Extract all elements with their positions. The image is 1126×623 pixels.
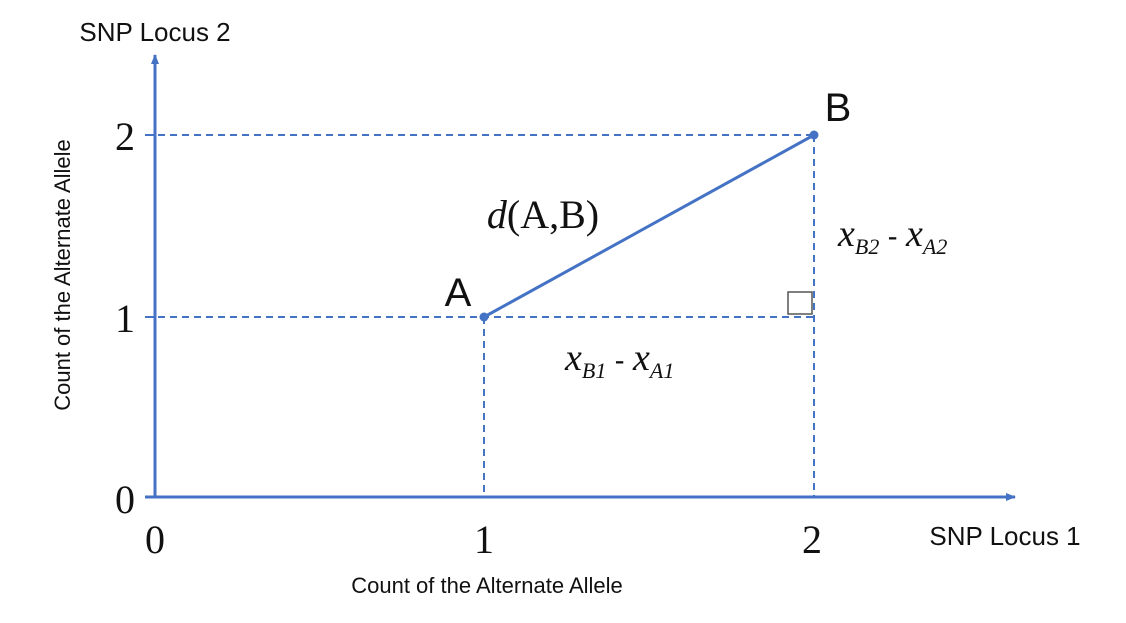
y-tick-label-0: 0 (115, 477, 135, 522)
x-axis-title: SNP Locus 1 (929, 521, 1080, 551)
dx-label-xa-sub: A1 (648, 358, 674, 383)
dx-label: xB1 - xA1 (564, 337, 674, 383)
point-b (809, 130, 819, 140)
distance-label-args: (A,B) (507, 192, 599, 237)
dx-label-sep: - (606, 344, 633, 377)
y-tick-label-1: 1 (115, 296, 135, 341)
y-tick-label-2: 2 (115, 114, 135, 159)
dy-label-sep: - (879, 220, 906, 253)
y-axis-label: Count of the Alternate Allele (50, 139, 75, 411)
point-b-label: B (825, 86, 852, 130)
dx-label-xb: x (564, 337, 582, 379)
point-a-label: A (445, 271, 472, 315)
dy-label-xa: x (905, 213, 923, 255)
distance-segment (483, 133, 815, 319)
dy-label-xb-sub: B2 (855, 234, 879, 259)
right-angle-marker (787, 291, 813, 315)
dy-label: xB2 - xA2 (837, 213, 947, 259)
dx-label-xb-sub: B1 (582, 358, 606, 383)
x-axis-label: Count of the Alternate Allele (351, 573, 623, 598)
x-tick-label-2: 2 (802, 517, 822, 562)
point-a (479, 312, 489, 322)
distance-label: d(A,B) (487, 192, 599, 237)
x-tick-label-0: 0 (145, 517, 165, 562)
dy-label-xb: x (837, 213, 855, 255)
distance-label-d: d (487, 192, 508, 237)
dy-label-xa-sub: A2 (921, 234, 947, 259)
y-axis-title: SNP Locus 2 (79, 17, 230, 47)
x-tick-label-1: 1 (474, 517, 494, 562)
dx-label-xa: x (632, 337, 650, 379)
